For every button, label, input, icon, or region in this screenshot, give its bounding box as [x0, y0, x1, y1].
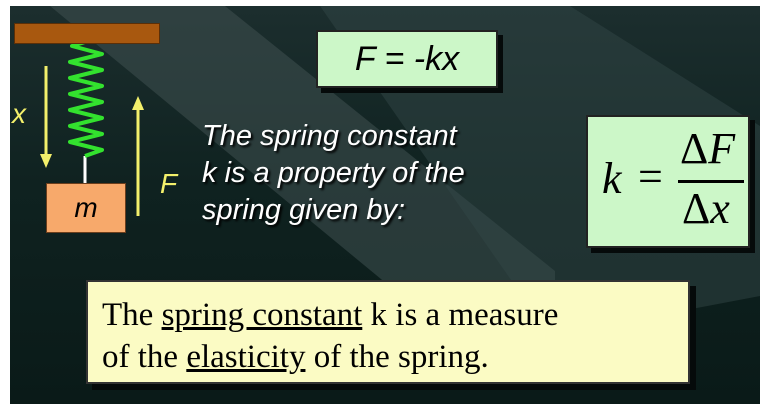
force-variable: F: [708, 124, 736, 173]
slide: x F m F = -kx The spring constant k is a…: [10, 6, 760, 404]
underlined-term-spring-constant: spring constant: [161, 297, 363, 333]
mass-block: m: [46, 183, 126, 233]
summary-text: of the spring.: [305, 339, 489, 375]
displacement-label: x: [12, 98, 26, 129]
summary-text: of the: [102, 339, 187, 375]
background-light-wedge: [50, 6, 555, 336]
delta-symbol: Δ: [682, 184, 711, 233]
force-label: F: [160, 168, 178, 199]
background-light-wedge-2: [320, 6, 760, 336]
fraction-numerator: ΔF: [680, 123, 735, 174]
summary-text: The: [102, 297, 162, 333]
fraction-denominator: Δx: [682, 183, 730, 234]
spring-constant-formula: k = ΔF Δx: [586, 115, 750, 248]
ceiling-support: [14, 23, 160, 44]
background-graphics: [40, 6, 760, 336]
force-arrow-head: [132, 96, 144, 110]
summary-line-1: The spring constant k is a measure: [102, 294, 688, 336]
spring-constant-explanation: The spring constant k is a property of t…: [202, 118, 562, 229]
summary-text: k is a measure: [362, 297, 559, 333]
underlined-term-elasticity: elasticity: [186, 339, 306, 375]
displacement-arrow-head: [40, 154, 52, 168]
k-symbol: k: [602, 154, 622, 203]
explanation-line: k is a property of the: [202, 157, 465, 189]
spring-coil: [68, 40, 104, 158]
spring-constant-summary: The spring constant k is a measure of th…: [86, 280, 690, 384]
explanation-line: spring given by:: [202, 194, 406, 226]
delta-symbol: Δ: [680, 124, 709, 173]
summary-line-2: of the elasticity of the spring.: [102, 336, 688, 378]
equals-sign: =: [638, 152, 663, 201]
hookes-law-formula: F = -kx: [316, 30, 498, 88]
explanation-line: The spring constant: [202, 120, 457, 152]
fraction-bar: [678, 180, 744, 183]
displacement-variable: x: [710, 184, 730, 233]
